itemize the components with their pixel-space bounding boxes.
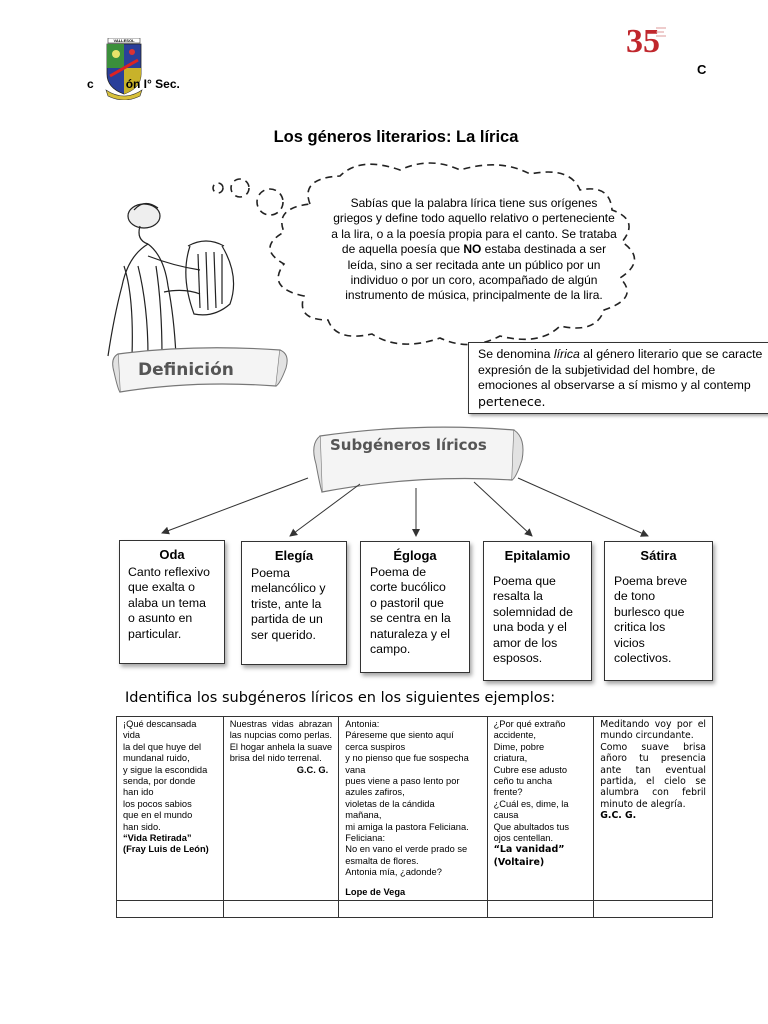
table-row: ¡Qué descansada vida la del que huye del…: [117, 717, 713, 901]
example-author: Lope de Vega: [345, 887, 480, 898]
answer-row: [117, 901, 713, 918]
example-author: “Vida Retirada” (Fray Luis de León): [123, 833, 217, 856]
answer-cell-5[interactable]: [594, 901, 713, 918]
subgenre-title: Elegía: [242, 548, 346, 563]
example-author: G.C. G.: [600, 810, 706, 821]
instruction-text: Identifica los subgéneros líricos en los…: [125, 690, 555, 706]
example-author: G.C. G.: [230, 765, 333, 776]
example-cell-5: Meditando voy por el mundo circundante. …: [594, 717, 713, 901]
answer-cell-3[interactable]: [339, 901, 487, 918]
example-author: “La vanidad” (Voltaire): [494, 844, 588, 868]
subgenre-title: Sátira: [605, 548, 712, 563]
example-cell-1: ¡Qué descansada vida la del que huye del…: [117, 717, 224, 901]
example-cell-3: Antonia: Páreseme que siento aquí cerca …: [339, 717, 487, 901]
subgenre-title: Epitalamio: [484, 548, 591, 563]
answer-cell-1[interactable]: [117, 901, 224, 918]
example-cell-4: ¿Por qué extraño accidente, Dime, pobre …: [487, 717, 594, 901]
answer-cell-4[interactable]: [487, 901, 594, 918]
subgenre-title: Égloga: [361, 548, 469, 563]
example-cell-2: Nuestras vidas abrazan las nupcias como …: [223, 717, 339, 901]
examples-table: ¡Qué descansada vida la del que huye del…: [116, 716, 713, 918]
answer-cell-2[interactable]: [223, 901, 339, 918]
subgenre-title: Oda: [120, 547, 224, 562]
